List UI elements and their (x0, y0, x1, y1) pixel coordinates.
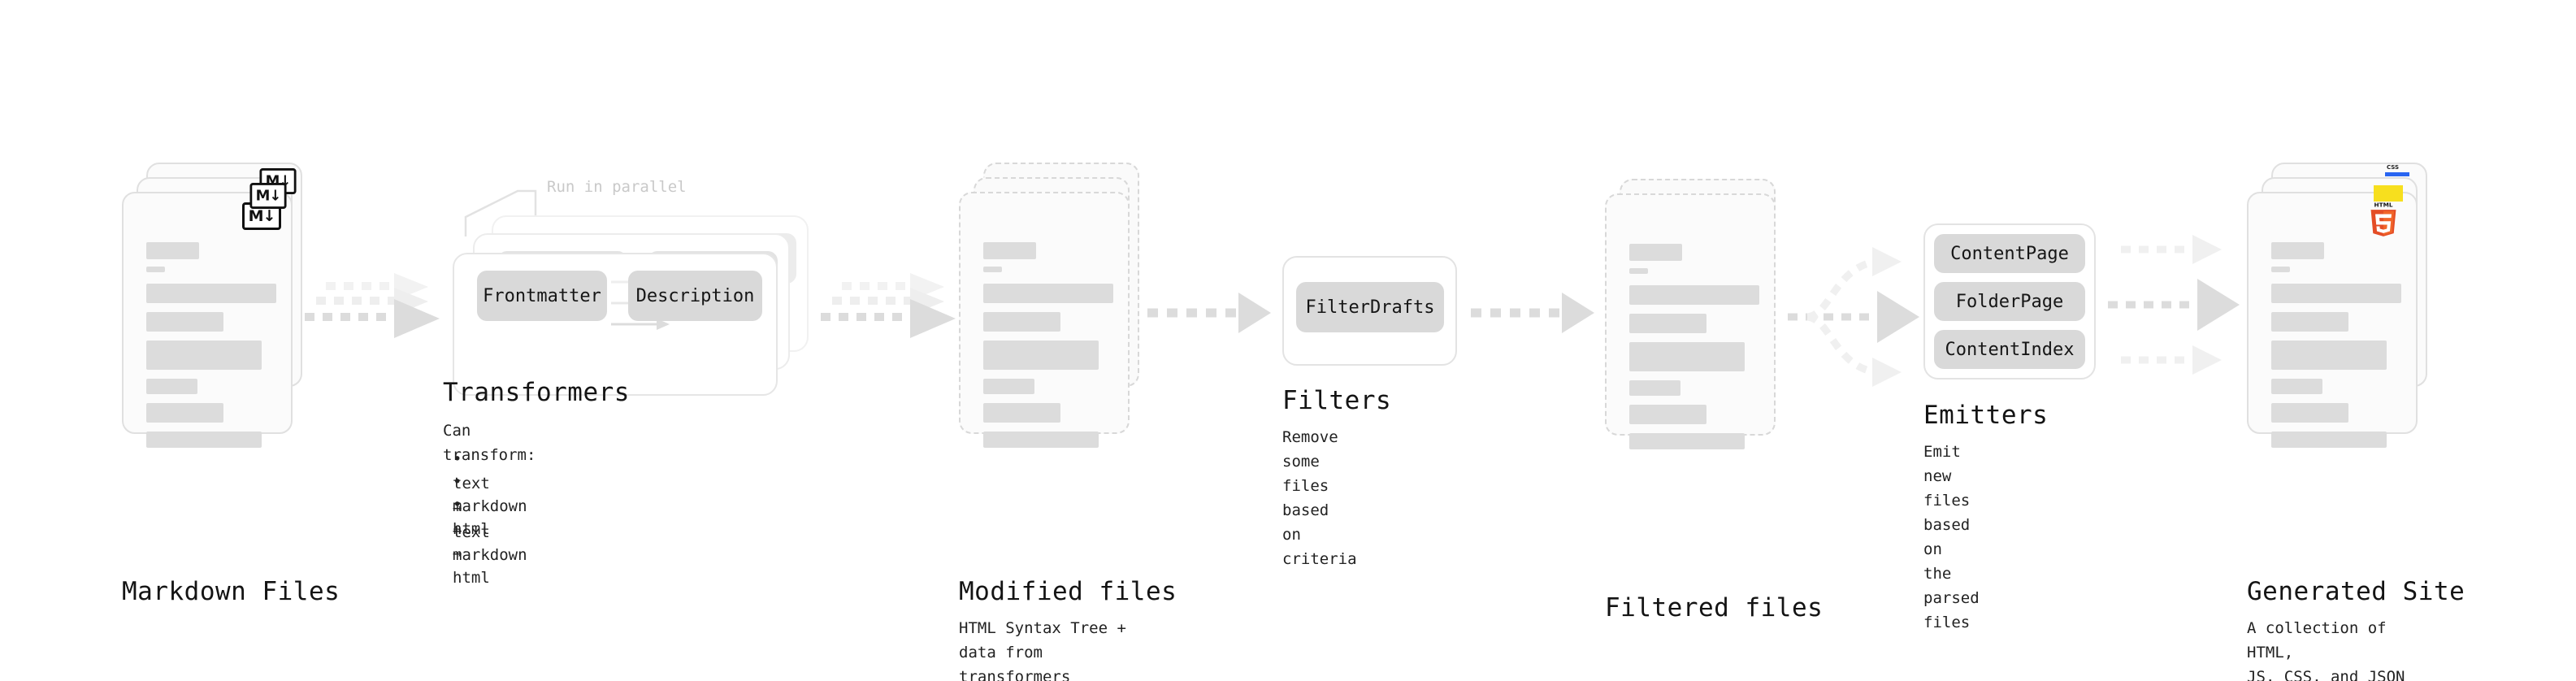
chip-contentindex[interactable]: ContentIndex (1934, 330, 2085, 369)
stage-title-filters: Filters (1282, 386, 1392, 415)
run-in-parallel-leader (464, 189, 537, 236)
connector-filtered-to-emitters (1788, 247, 1919, 387)
modified-file-stack (959, 163, 1146, 448)
connector-filters-to-filtered (1471, 293, 1594, 333)
skeleton-lines (1629, 223, 1759, 458)
stage-generated-site: CSS HTML (2247, 163, 2465, 681)
css-icon-label: CSS (2387, 164, 2400, 171)
stage-title-markdown-files: Markdown Files (122, 577, 340, 606)
stage-title-modified-files: Modified files (959, 577, 1177, 606)
annotation-run-in-parallel: Run in parallel (547, 178, 687, 196)
connector-markdown-to-transformers (305, 273, 440, 338)
stage-filtered-files: Filtered files (1605, 179, 1823, 622)
chip-folderpage[interactable]: FolderPage (1934, 282, 2085, 321)
file-card-top (1605, 193, 1776, 449)
skeleton-lines (983, 221, 1113, 457)
chip-filterdrafts[interactable]: FilterDrafts (1296, 282, 1444, 332)
stage-desc-filters: Remove some files based on criteria (1282, 428, 1357, 568)
stage-markdown-files: M↓ M↓ M↓ Markdown Files (122, 163, 340, 606)
javascript-icon (2374, 185, 2403, 202)
stage-modified-files: Modified files HTML Syntax Tree + data f… (959, 163, 1177, 681)
connector-emitters-to-generated-site (2108, 235, 2240, 375)
html5-icon: HTML (2370, 201, 2396, 236)
transformer-bullet-0: • text → text (453, 450, 490, 541)
stage-title-transformers: Transformers (443, 378, 630, 407)
connector-modified-to-filters (1147, 293, 1271, 333)
file-card-top-html: HTML (2247, 192, 2418, 448)
skeleton-lines (146, 221, 276, 457)
stage-desc-transformers: Can transform: (443, 422, 536, 464)
stage-title-filtered-files: Filtered files (1605, 593, 1824, 622)
css-icon (2385, 172, 2409, 176)
filtered-file-stack (1605, 179, 1792, 449)
svg-text:HTML: HTML (2374, 201, 2393, 208)
generated-file-stack: CSS HTML (2247, 163, 2442, 448)
connector-transformers-to-modified (821, 273, 956, 338)
transformer-bullet-2: • html → html (453, 496, 490, 587)
transformer-bullet-1: • markdown → markdown (453, 473, 527, 564)
stage-desc-modified-files: HTML Syntax Tree + data from transformer… (959, 619, 1126, 681)
stage-desc-generated-site: A collection of HTML, JS, CSS, and JSON … (2247, 619, 2405, 681)
markdown-file-stack: M↓ M↓ M↓ (122, 163, 309, 448)
file-card-top: M↓ (122, 192, 293, 448)
chip-frontmatter[interactable]: Frontmatter (477, 271, 607, 321)
file-card-top (959, 192, 1130, 448)
skeleton-lines (2271, 221, 2401, 457)
chip-contentpage[interactable]: ContentPage (1934, 234, 2085, 273)
stage-title-generated-site: Generated Site (2247, 577, 2465, 606)
markdown-icon: M↓ (249, 183, 287, 209)
chip-description[interactable]: Description (628, 271, 762, 321)
stage-title-emitters: Emitters (1923, 401, 2049, 430)
stage-desc-emitters: Emit new files based on the parsed files (1923, 443, 1980, 631)
